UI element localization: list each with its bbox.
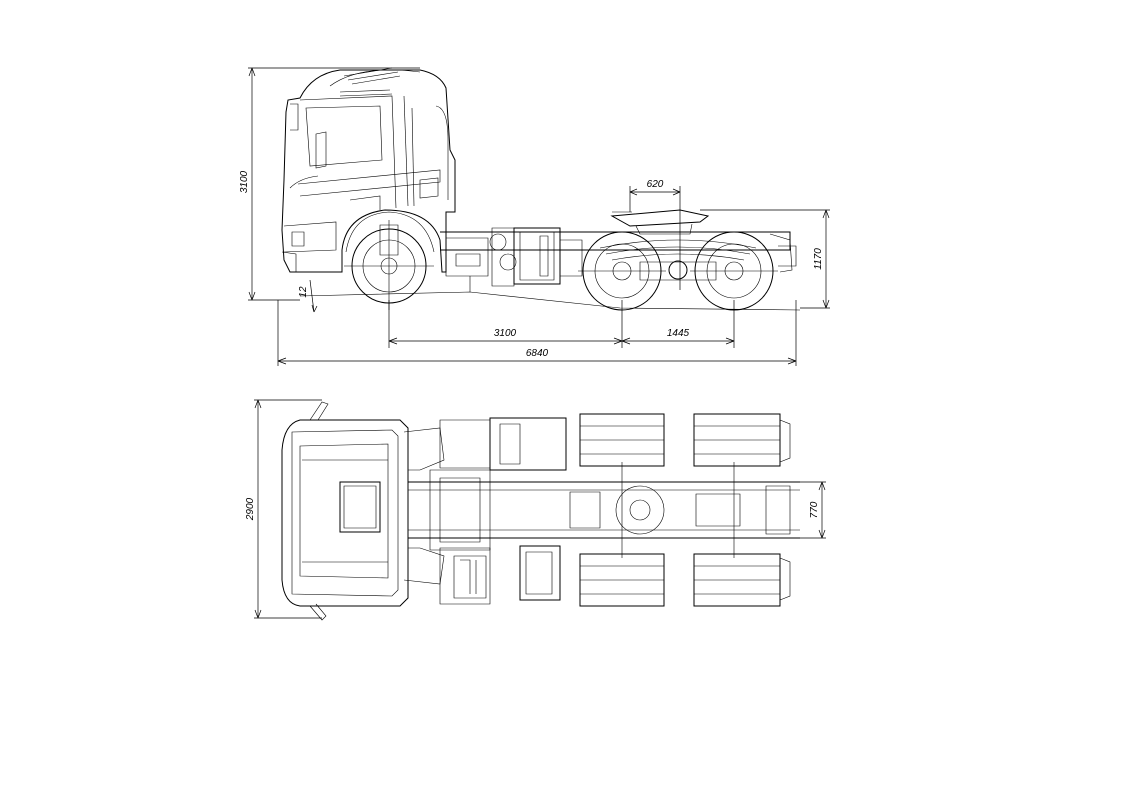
top-view-dimensions: 2900 770 (245, 399, 826, 619)
dim-overall-length: 6840 (526, 348, 549, 359)
dim-ground-clearance: 12 (298, 286, 309, 298)
dim-wheelbase: 3100 (494, 328, 517, 339)
side-view-rear-wheel-1 (578, 231, 666, 311)
dim-fifth-wheel-height: 1170 (813, 248, 824, 270)
side-view-front-wheel (344, 211, 435, 310)
side-view-fifth-wheel (610, 209, 710, 235)
dim-tandem-spacing: 1445 (667, 328, 690, 339)
top-view-rear-axle-1 (579, 413, 665, 607)
side-view-rear-wheel-2 (690, 231, 778, 311)
top-view-chassis (408, 417, 800, 605)
dim-frame-width: 770 (809, 501, 820, 518)
side-view: 3100 12 620 1170 3100 1445 6840 (239, 67, 830, 366)
top-view: 2900 770 (245, 399, 826, 621)
dim-fifth-wheel-offset: 620 (647, 179, 664, 190)
dim-overall-height: 3100 (239, 170, 250, 193)
top-view-cab (281, 401, 445, 621)
top-view-rear-axle-2 (693, 413, 791, 607)
side-view-cab (281, 67, 456, 273)
side-view-suspension (599, 233, 797, 281)
side-view-dimensions: 3100 12 620 1170 3100 1445 6840 (239, 67, 830, 366)
dim-overall-width: 2900 (245, 497, 256, 521)
